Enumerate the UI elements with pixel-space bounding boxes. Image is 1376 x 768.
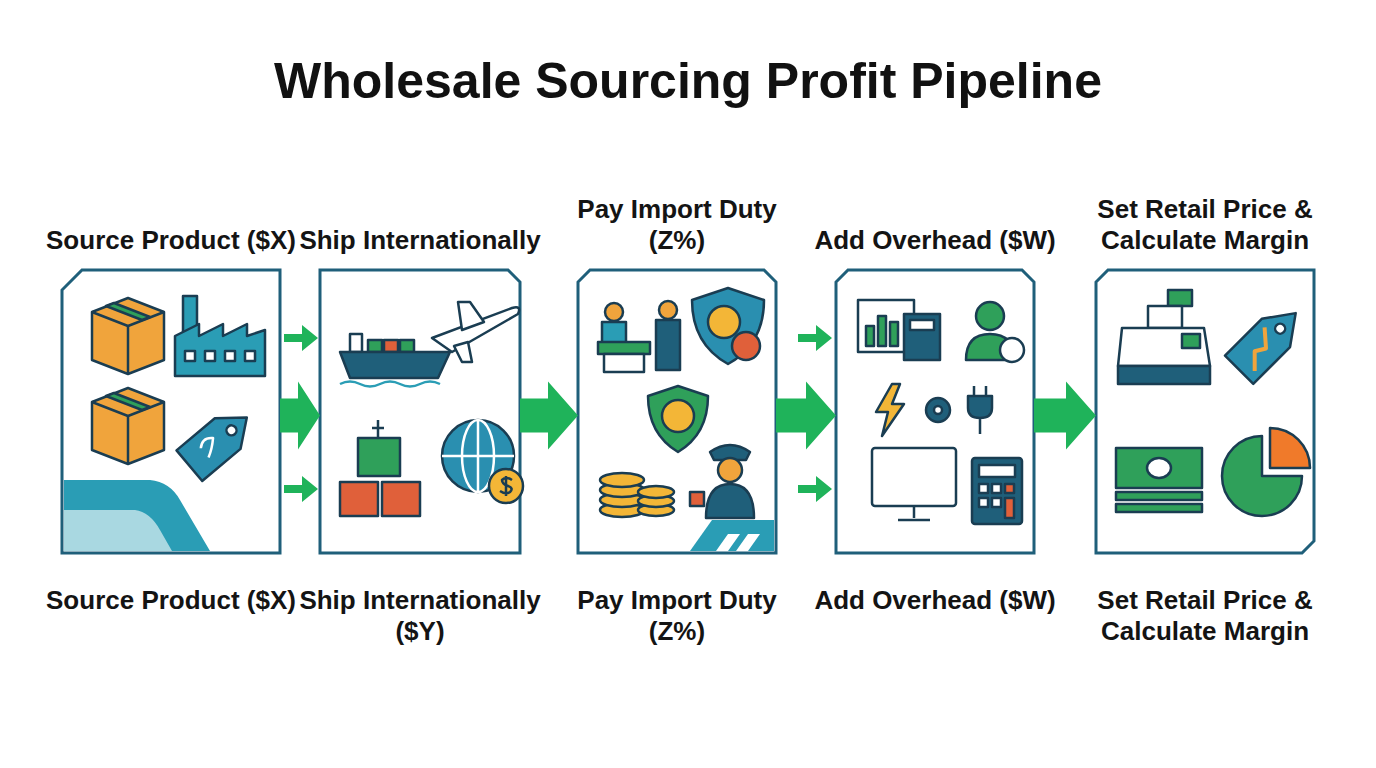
accent-stripe bbox=[716, 534, 760, 551]
caption-text: Set Retail Price & Calculate Margin bbox=[1074, 585, 1336, 647]
heading-text: Add Overhead ($W) bbox=[814, 225, 1055, 256]
flow-arrow bbox=[1034, 382, 1096, 450]
step-heading: Source Product ($X) bbox=[40, 190, 302, 256]
small-arrows bbox=[284, 325, 832, 502]
cash-register-icon bbox=[1118, 290, 1210, 384]
step-caption: Add Overhead ($W) bbox=[814, 585, 1056, 616]
officer-stamp-icon bbox=[690, 445, 754, 518]
pipeline-step: Pay Import Duty (Z%)Pay Import Duty (Z%) bbox=[578, 190, 776, 680]
plane-icon bbox=[432, 302, 519, 362]
person-icon bbox=[966, 302, 1024, 362]
step-heading: Pay Import Duty (Z%) bbox=[556, 190, 798, 256]
panel-outline bbox=[320, 270, 520, 553]
caption-text: Pay Import Duty (Z%) bbox=[556, 585, 798, 647]
factory-icon bbox=[175, 296, 265, 376]
container-icon bbox=[340, 420, 420, 516]
pipeline-step: Set Retail Price & Calculate MarginSet R… bbox=[1096, 190, 1314, 680]
flow-arrow bbox=[520, 382, 578, 450]
ship-icon bbox=[340, 334, 450, 387]
step-caption: Source Product ($X) bbox=[40, 585, 302, 616]
panel-outline bbox=[1096, 270, 1314, 553]
pipeline-step: Ship InternationallyShip Internationally… bbox=[320, 190, 520, 680]
accent-stripe bbox=[64, 480, 210, 551]
calculator-icon bbox=[972, 458, 1022, 524]
report-calculator-icon bbox=[858, 300, 940, 360]
step-heading: Add Overhead ($W) bbox=[814, 190, 1056, 256]
step-caption: Ship Internationally ($Y) bbox=[298, 585, 542, 647]
flow-arrow bbox=[280, 382, 320, 450]
utility-icons bbox=[876, 384, 992, 436]
heading-text: Ship Internationally bbox=[299, 225, 540, 256]
globe-icon bbox=[442, 420, 523, 503]
step-heading: Ship Internationally bbox=[298, 190, 542, 256]
caption-text: Add Overhead ($W) bbox=[814, 585, 1055, 616]
pie-chart-icon bbox=[1222, 428, 1310, 516]
accent-stripe bbox=[64, 510, 172, 551]
flow-arrow bbox=[776, 382, 836, 450]
panel-outline bbox=[836, 270, 1034, 553]
step-caption: Set Retail Price & Calculate Margin bbox=[1074, 585, 1336, 647]
price-tag-icon bbox=[177, 402, 260, 481]
pipeline-step: Add Overhead ($W)Add Overhead ($W) bbox=[836, 190, 1034, 680]
panel-outline bbox=[578, 270, 776, 553]
step-heading: Set Retail Price & Calculate Margin bbox=[1074, 190, 1336, 256]
panel-outline bbox=[62, 270, 280, 553]
monitor-icon bbox=[872, 448, 956, 520]
heading-text: Pay Import Duty (Z%) bbox=[556, 194, 798, 256]
accent-stripe bbox=[690, 520, 774, 551]
caption-text: Ship Internationally ($Y) bbox=[298, 585, 542, 647]
step-caption: Pay Import Duty (Z%) bbox=[556, 585, 798, 647]
customs-officer-icon bbox=[598, 301, 680, 372]
euro-shield-icon bbox=[648, 386, 708, 452]
diagram-title: Wholesale Sourcing Profit Pipeline bbox=[0, 52, 1376, 110]
price-tag-icon bbox=[1225, 299, 1310, 384]
box-icon bbox=[92, 388, 164, 464]
caption-text: Source Product ($X) bbox=[46, 585, 296, 616]
pipeline-step: Source Product ($X)Source Product ($X) bbox=[62, 190, 280, 680]
cash-stack-icon bbox=[1116, 448, 1202, 512]
duty-shield-icon bbox=[692, 288, 764, 364]
heading-text: Source Product ($X) bbox=[46, 225, 296, 256]
heading-text: Set Retail Price & Calculate Margin bbox=[1074, 194, 1336, 256]
box-icon bbox=[92, 298, 164, 374]
coin-stack-icon bbox=[600, 473, 674, 517]
